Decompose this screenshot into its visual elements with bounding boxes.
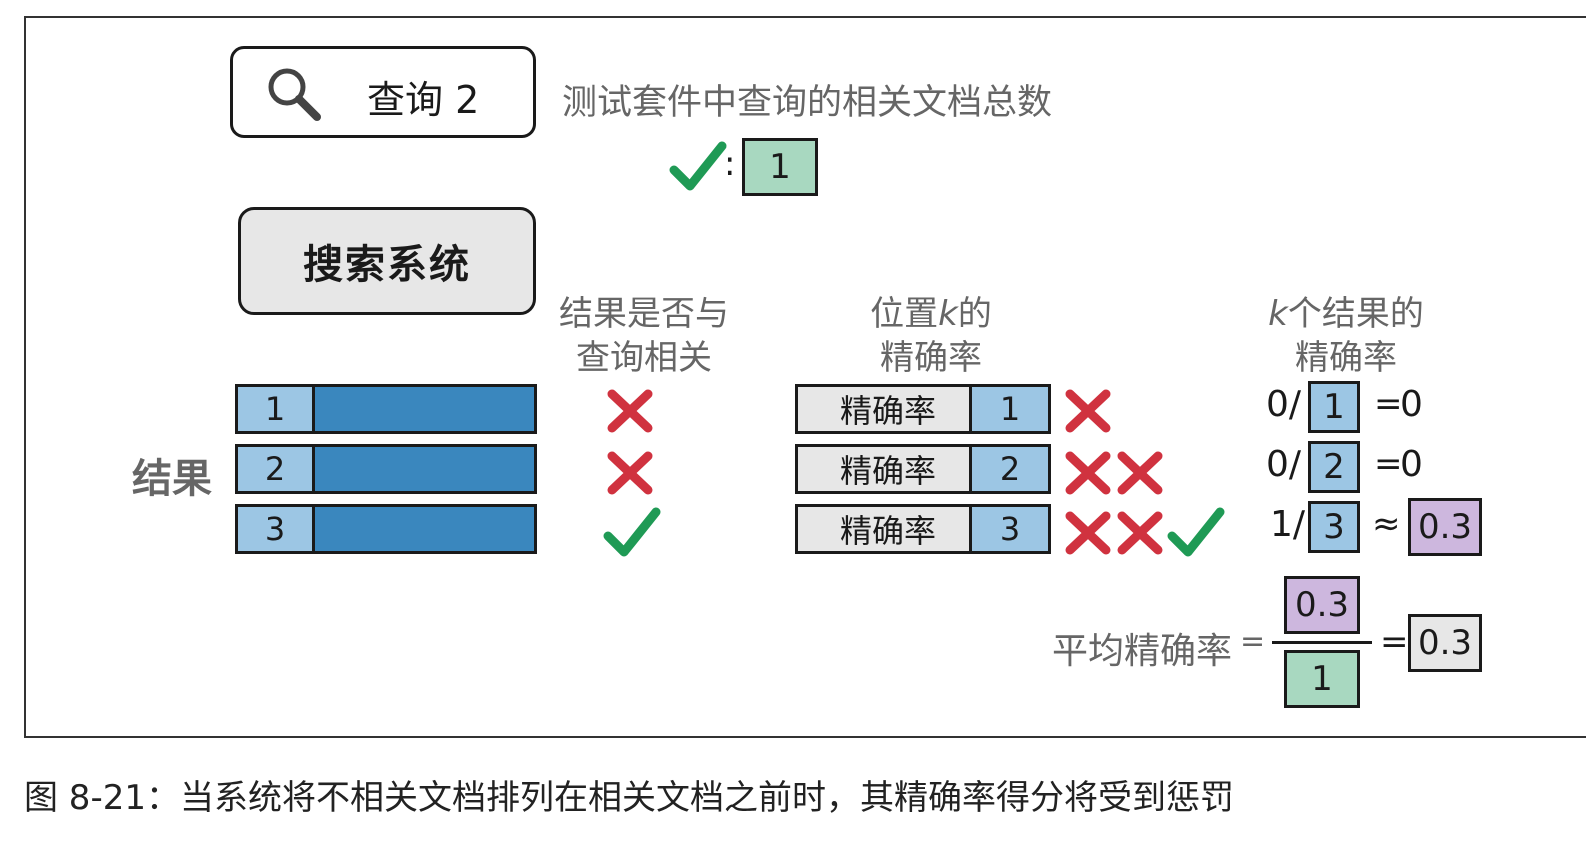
precision-label: 精确率: [839, 452, 936, 490]
figure-caption: 图 8-21：当系统将不相关文档排列在相关文档之前时，其精确率得分将受到惩罚: [24, 778, 1234, 818]
check-icon: [669, 141, 727, 191]
search-system-label: 搜索系统: [303, 242, 471, 288]
header-relevance: 结果是否与 查询相关: [544, 292, 744, 380]
average-numerator: 0.3: [1284, 576, 1360, 634]
precision-denominator: 2: [1308, 441, 1360, 493]
cross-icon: [607, 451, 653, 495]
precision-result-box: 0.3: [1408, 498, 1482, 556]
cross-icon: [1065, 511, 1111, 555]
cross-icon: [1065, 451, 1111, 495]
header-precision-at-k: 位置k的 精确率: [826, 292, 1036, 380]
total-relevant-label: 测试套件中查询的相关文档总数: [562, 83, 1053, 123]
cross-icon: [607, 389, 653, 433]
precision-result: 0: [1400, 384, 1423, 425]
check-icon: [603, 507, 661, 557]
result-row-2: 2: [235, 444, 537, 494]
header-precision-at-k-line2: 精确率: [880, 338, 982, 378]
average-result: 0.3: [1408, 614, 1482, 672]
precision-k: 3: [969, 507, 1048, 551]
average-eq-1: =: [1240, 624, 1266, 659]
precision-row-2: 精确率 2: [795, 444, 1051, 494]
query-label: 查询 2: [367, 78, 480, 122]
precision-row-3: 精确率 3: [795, 504, 1051, 554]
search-system-box: 搜索系统: [238, 207, 536, 315]
average-denominator: 1: [1284, 650, 1360, 708]
precision-k: 2: [969, 447, 1048, 491]
precision-op: =: [1374, 384, 1403, 424]
precision-result: 0: [1400, 444, 1423, 485]
results-label: 结果: [132, 456, 212, 502]
header-relevance-line1: 结果是否与: [559, 294, 729, 334]
precision-op: ≈: [1372, 504, 1401, 544]
figure-frame: [24, 16, 1586, 738]
precision-label: 精确率: [839, 512, 936, 550]
search-icon: [268, 68, 321, 121]
check-icon: [1167, 507, 1225, 557]
result-row-1: 1: [235, 384, 537, 434]
precision-label: 精确率: [839, 392, 936, 430]
average-eq-2: =: [1380, 622, 1409, 662]
total-relevant-colon: :: [724, 144, 736, 184]
average-precision-label: 平均精确率: [1052, 631, 1233, 672]
precision-op: =: [1374, 444, 1403, 484]
precision-denominator: 1: [1308, 381, 1360, 433]
precision-numerator: 0/: [1266, 444, 1302, 485]
cross-icon: [1117, 511, 1163, 555]
precision-denominator: 3: [1308, 501, 1360, 553]
result-rank-2: 2: [238, 447, 315, 491]
cross-icon: [1117, 451, 1163, 495]
total-relevant-value: 1: [742, 138, 818, 196]
precision-numerator: 1/: [1270, 504, 1306, 545]
fraction-line: [1272, 641, 1372, 644]
header-relevance-line2: 查询相关: [576, 338, 712, 378]
precision-row-1: 精确率 1: [795, 384, 1051, 434]
header-k-results: k个结果的 精确率: [1246, 292, 1446, 380]
query-box: 查询 2: [230, 46, 536, 138]
header-k-results-line1: k个结果的: [1268, 294, 1424, 334]
result-rank-3: 3: [238, 507, 315, 551]
result-row-3: 3: [235, 504, 537, 554]
header-k-results-line2: 精确率: [1295, 338, 1397, 378]
precision-numerator: 0/: [1266, 384, 1302, 425]
header-precision-at-k-line1: 位置k的: [870, 294, 992, 334]
cross-icon: [1065, 389, 1111, 433]
precision-k: 1: [969, 387, 1048, 431]
result-rank-1: 1: [238, 387, 315, 431]
